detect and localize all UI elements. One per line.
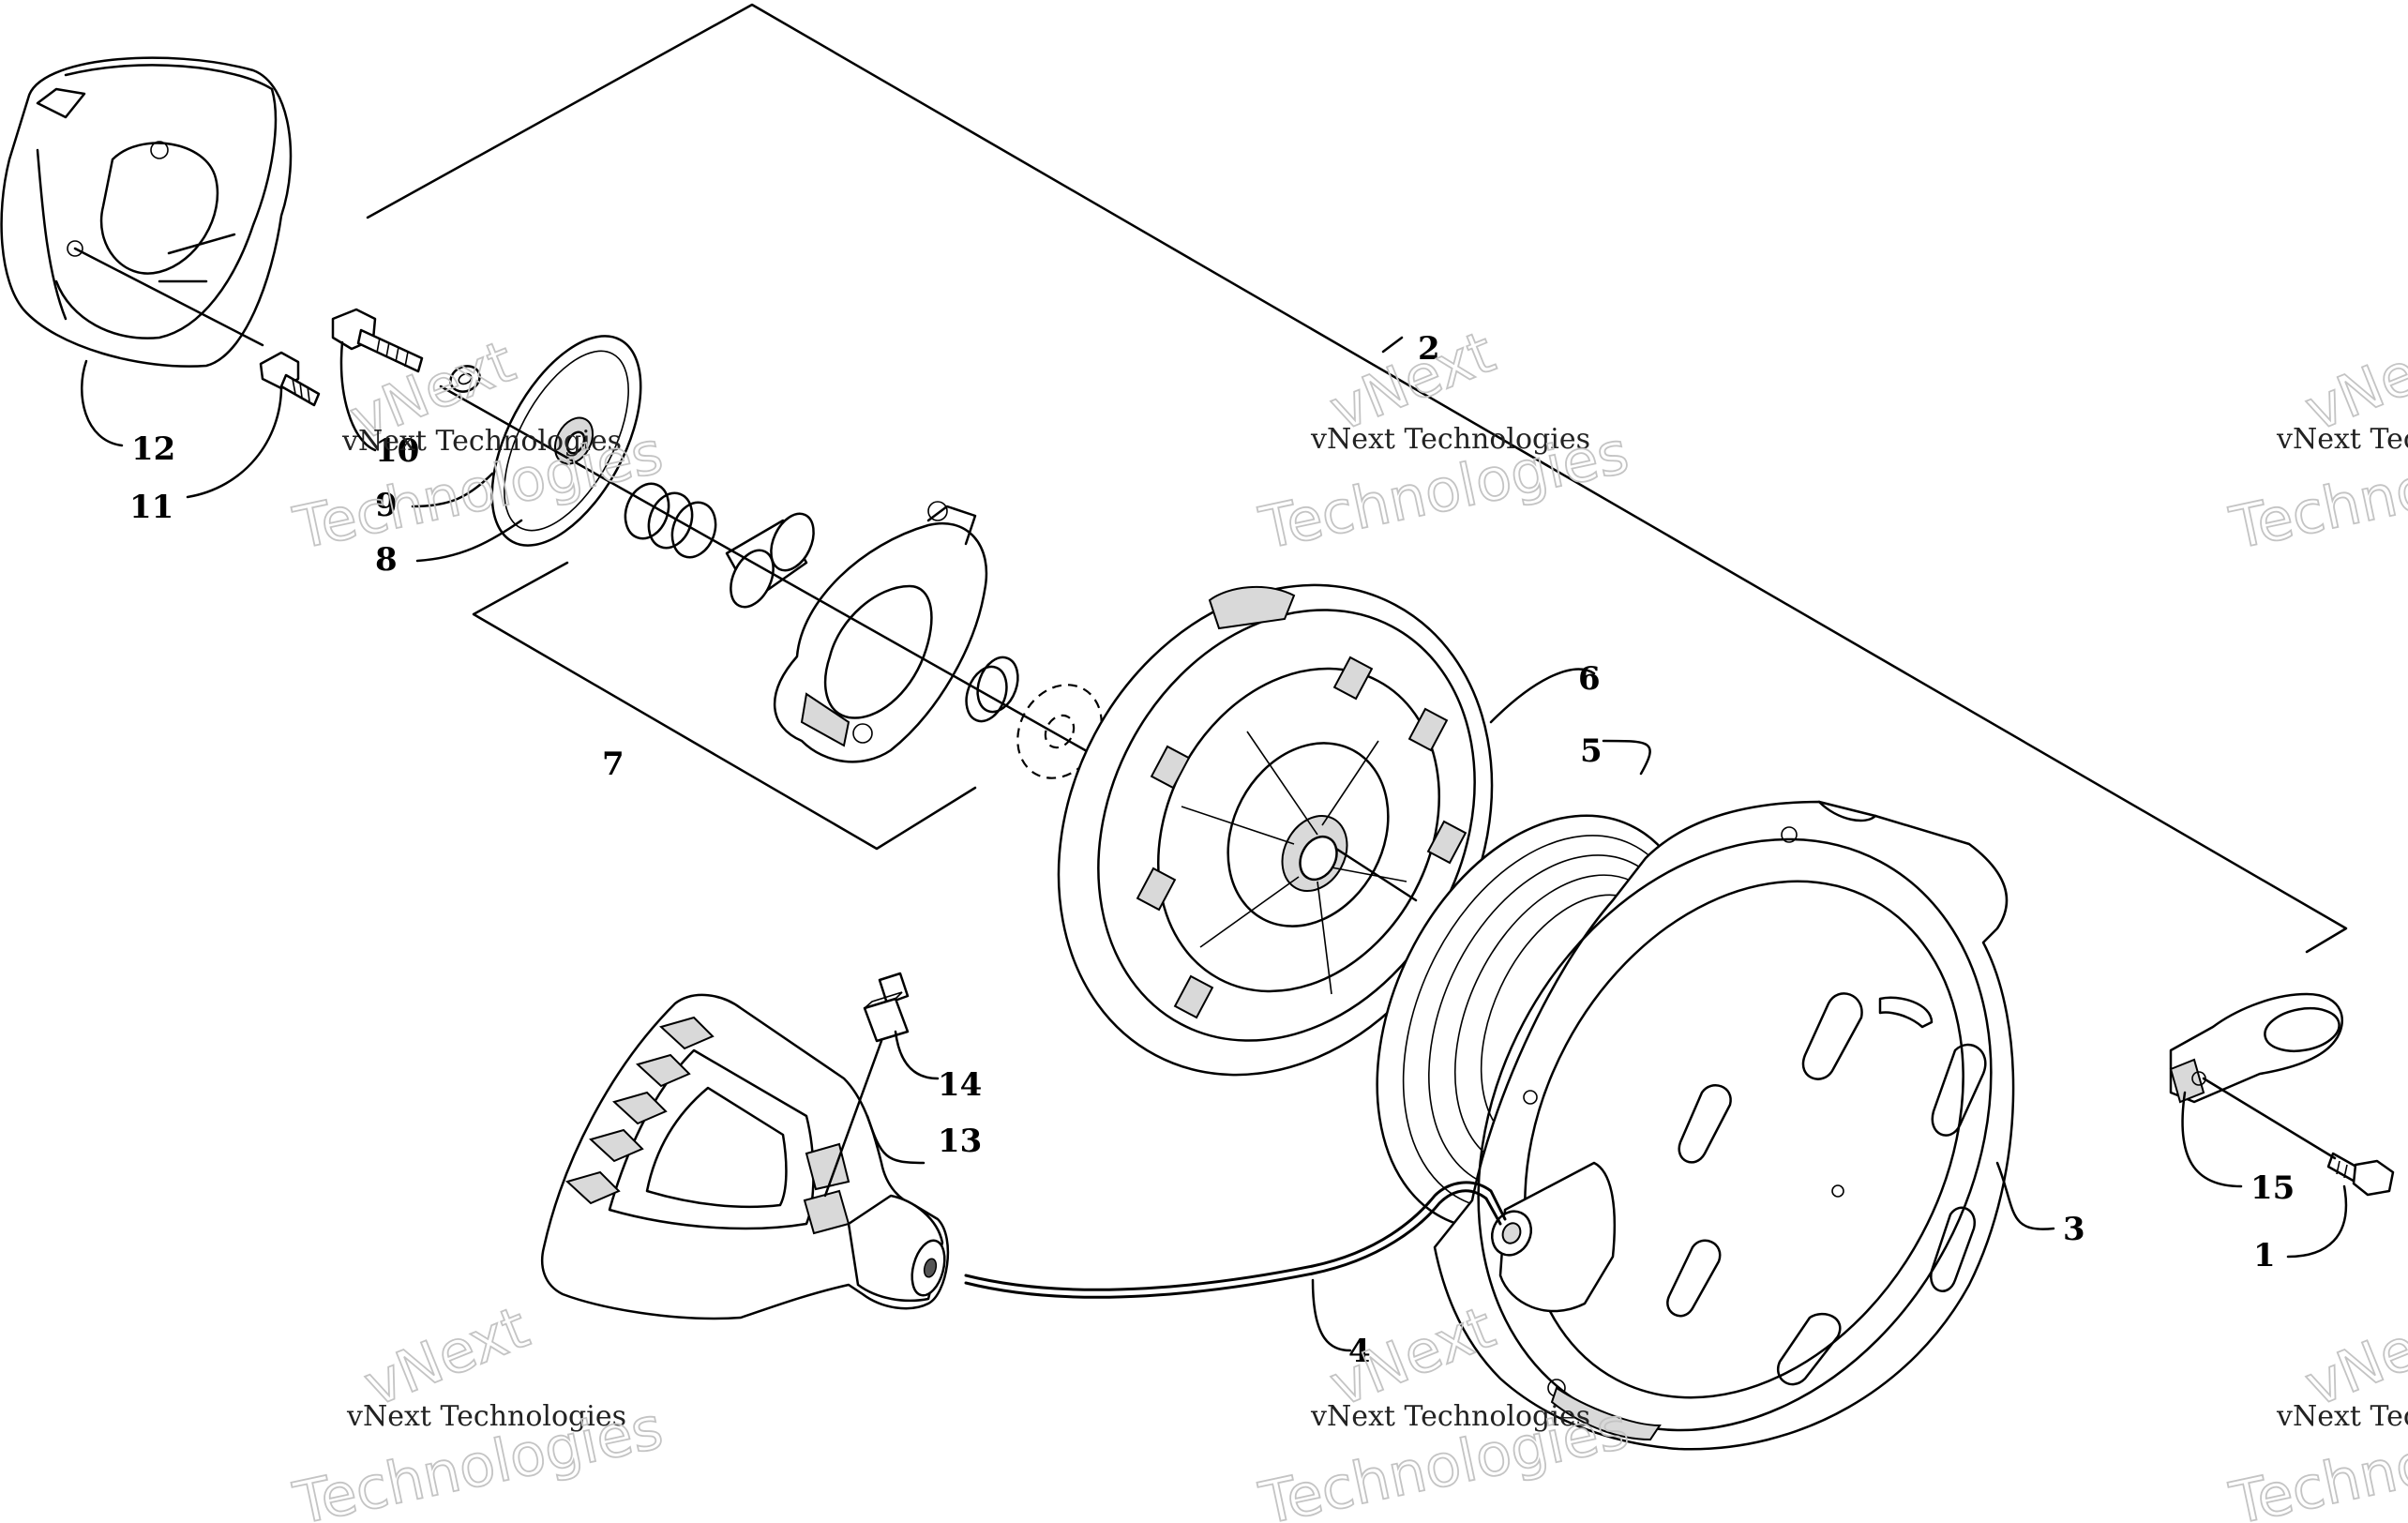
watermark-top-center: vNext vNext Technologies Technologies: [1253, 316, 1635, 563]
svg-text:vNext Technologies: vNext Technologies: [341, 425, 622, 458]
callout-9: 9: [375, 487, 398, 524]
svg-text:vNext Technologies: vNext Technologies: [1310, 1400, 1590, 1433]
callout-1: 1: [2253, 1237, 2276, 1274]
callout-6: 6: [1578, 660, 1601, 698]
callout-10: 10: [375, 432, 419, 470]
ratchet-plate: [774, 501, 988, 763]
pawl-spring: [965, 656, 1019, 723]
callout-15: 15: [2250, 1169, 2295, 1207]
callout-8: 8: [375, 541, 398, 579]
callout-labels: 1 2 3 4 5 6 7 8 9 10 11 12 13 14 15: [129, 330, 2295, 1370]
callout-2: 2: [1418, 330, 1440, 368]
pulley-reel-part-6: [1057, 583, 1494, 1077]
watermark-top-right: vNext vNext Technologies Technologies: [2223, 316, 2408, 563]
starter-handle-part-13: [540, 993, 950, 1320]
callout-4: 4: [1348, 1333, 1371, 1370]
clamp-part-15: [2169, 992, 2343, 1104]
watermark-bottom-left: vNext vNext Technologies Technologies: [287, 1291, 670, 1523]
washer-part-9: [449, 365, 481, 393]
starter-rope-part-4: [964, 1181, 1507, 1299]
flange-bolt-part-11: [259, 351, 321, 407]
bushing: [725, 512, 815, 609]
starter-housing-part-3: [1433, 800, 2015, 1451]
svg-text:vNext Technologies: vNext Technologies: [2276, 1400, 2408, 1433]
friction-plate-part-8: [490, 335, 642, 547]
callout-11: 11: [129, 489, 173, 526]
screw-part-1: [2202, 1077, 2395, 1197]
rope-retainer-part-14: [823, 972, 910, 1198]
starter-cup-part-12: [0, 56, 293, 368]
callout-3: 3: [2063, 1211, 2085, 1248]
cap-screw-part-10: [331, 308, 424, 373]
callout-7: 7: [602, 746, 625, 783]
dashed-washer: [1016, 684, 1103, 779]
callout-12: 12: [131, 430, 175, 468]
callout-5: 5: [1580, 732, 1603, 770]
leader-lines: [81, 336, 2348, 1352]
watermark-bottom-right: vNext vNext Technologies Technologies: [2223, 1291, 2408, 1523]
svg-text:vNext Technologies: vNext Technologies: [2276, 423, 2408, 456]
svg-text:vNext Technologies: vNext Technologies: [346, 1400, 626, 1433]
callout-14: 14: [938, 1066, 982, 1104]
assembly-bracket-7: [472, 561, 977, 851]
callout-13: 13: [938, 1123, 982, 1160]
svg-text:vNext Technologies: vNext Technologies: [1310, 423, 1590, 456]
assembly-bracket-2: [366, 3, 2348, 954]
